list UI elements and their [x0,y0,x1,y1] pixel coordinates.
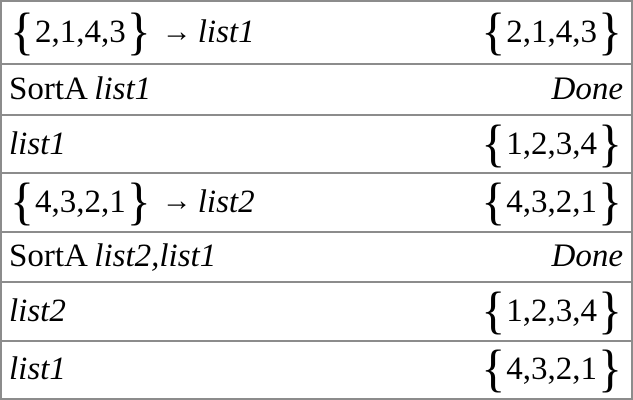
expression-text: 4,3,2,1 [35,183,126,220]
result[interactable]: Done [552,240,623,273]
result[interactable]: {4,3,2,1} [480,339,623,398]
expression-text: list1 [197,14,255,51]
result[interactable]: {1,2,3,4} [480,280,623,339]
brace-glyph: { [481,280,506,339]
expression-text: 1,2,3,4 [506,292,597,329]
brace-glyph: } [598,280,622,339]
expression[interactable]: SortA list1 [9,73,151,106]
brace-glyph: } [126,2,151,61]
result[interactable]: Done [552,73,623,106]
history-row: SortA list2,list1 Done [2,233,631,284]
history-row: SortA list1 Done [2,65,631,116]
expression[interactable]: list1 [9,353,66,386]
expression[interactable]: {4,3,2,1} →list2 [9,171,255,231]
brace-glyph: { [10,171,34,231]
expression-text: list2 [9,292,66,329]
brace-glyph: } [598,171,622,231]
brace-glyph: { [481,2,506,61]
expression-text: list1 [94,71,152,108]
expression-text: list1 [9,125,66,162]
expression[interactable]: list1 [9,125,66,162]
history-row: list1 {1,2,3,4} [2,113,631,175]
expression[interactable]: SortA list2,list1 [9,240,216,273]
history-row: {2,1,4,3} →list1 {2,1,4,3} [2,2,631,66]
brace-glyph: { [481,339,506,398]
brace-glyph: { [481,113,506,172]
brace-glyph: } [598,113,622,172]
brace-glyph: { [10,2,34,61]
brace-glyph: } [598,2,622,61]
expression[interactable]: {2,1,4,3} →list1 [9,2,255,61]
expression-text: list2,list1 [94,238,217,275]
brace-glyph: } [126,171,151,231]
result[interactable]: {4,3,2,1} [480,171,623,231]
history-row: {4,3,2,1} →list2 {4,3,2,1} [2,171,631,233]
history-row: list1 {4,3,2,1} [2,342,631,398]
expression-text: 2,1,4,3 [506,14,597,51]
expression-text: Done [551,71,623,108]
expression-text: SortA [9,238,95,275]
expression-text: SortA [9,71,95,108]
result[interactable]: {2,1,4,3} [480,2,623,61]
result[interactable]: {1,2,3,4} [480,113,623,172]
expression-text: list1 [9,351,66,388]
store-arrow-icon: → [161,184,192,218]
brace-glyph: { [481,171,506,231]
expression-text: 1,2,3,4 [506,125,597,162]
expression-text: Done [551,238,623,275]
expression-text: 4,3,2,1 [506,183,597,220]
expression[interactable]: list2 [9,292,66,329]
store-arrow-icon: → [161,14,192,48]
expression-text: 4,3,2,1 [506,351,597,388]
expression-text: list2 [197,183,255,220]
expression-text: 2,1,4,3 [35,14,126,51]
history-row: list2 {1,2,3,4} [2,280,631,342]
brace-glyph: } [598,339,622,398]
